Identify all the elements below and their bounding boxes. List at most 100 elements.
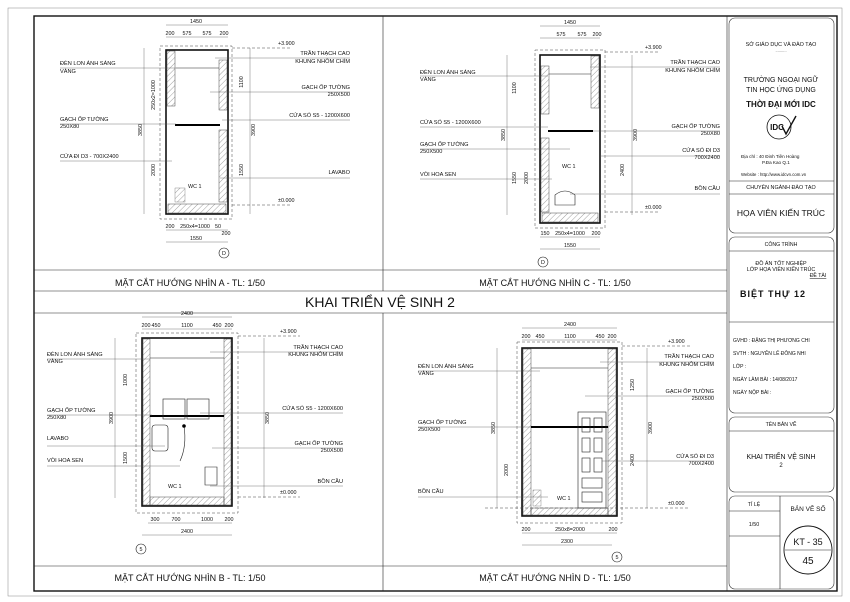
caption-c: MẶT CẮT HƯỚNG NHÌN C - TL: 1/50 <box>479 278 630 288</box>
dim-top: 575 <box>183 31 192 37</box>
dim-bottom: 200 <box>522 527 531 533</box>
shower-head-icon <box>182 424 186 428</box>
major: HỌA VIÊN KIẾN TRÚC <box>737 208 825 218</box>
dim-bottom: 50 <box>215 224 221 230</box>
room-wall <box>165 49 229 215</box>
drawing-name-header: TÊN BẢN VẼ <box>766 420 797 428</box>
label-light: ĐÈN LON ÁNH SÁNG <box>418 363 474 370</box>
elevation-b: WC 1 2400 200 450 1100 450 200 300 700 1… <box>47 311 344 583</box>
dim-side: 1100 <box>512 82 518 94</box>
level-top: +3.900 <box>645 45 662 51</box>
label-ceiling-2: KHUNG NHÔM CHÌM <box>288 351 343 358</box>
dim-side: 1550 <box>512 172 518 184</box>
outer-border <box>7 7 843 597</box>
dim-top: 200 <box>220 31 229 37</box>
project-name: BIỆT THỰ 12 <box>740 288 806 299</box>
dim-top: 575 <box>557 32 566 38</box>
label-light-2: VÀNG <box>47 358 63 365</box>
dim-bottom: 1000 <box>201 517 213 523</box>
label-lavabo: LAVABO <box>47 436 69 442</box>
label-toilet: BỒN CẦU <box>318 478 344 485</box>
label-tile: GẠCH ỐP TƯỜNG <box>301 84 350 91</box>
label-tile: GẠCH ỐP TƯỜNG <box>294 440 343 447</box>
label-toilet: BỒN CẦU <box>695 185 721 192</box>
school-line-2: TIN HỌC ỨNG DỤNG <box>746 85 816 94</box>
sheet-no-header: BẢN VẼ SỐ <box>790 503 825 513</box>
dim-side: 3850 <box>491 422 497 434</box>
dim-side: 1100 <box>239 76 245 88</box>
dim-side: 1500 <box>123 452 129 464</box>
dim-side: 1550 <box>239 164 245 176</box>
level-floor: ±0.000 <box>280 490 296 496</box>
dim-bottom: 200 <box>166 224 175 230</box>
toilet-symbol <box>554 190 576 206</box>
ngay-nop-bai: NGÀY NỘP BÀI : <box>733 389 771 396</box>
label-door-size: 700X2400 <box>694 155 720 161</box>
dim-top: 1100 <box>181 323 193 329</box>
title-block: SỞ GIÁO DỤC VÀ ĐÀO TẠO .......... TRƯỜNG… <box>728 17 835 590</box>
dim-top: 200 <box>142 323 151 329</box>
toilet-symbol <box>204 466 218 486</box>
wall-hatch <box>522 348 532 516</box>
label-window: CỬA SỔ S5 - 1200X600 <box>289 112 350 119</box>
label-light-2: VÀNG <box>60 68 76 75</box>
project-header: CÔNG TRÌNH <box>765 241 798 248</box>
sheet-number: 45 <box>802 556 814 567</box>
dim-bottom-total: 1550 <box>190 236 202 242</box>
floor-hatch <box>167 203 227 214</box>
section-marker-label: D <box>541 260 545 266</box>
level-top: +3.900 <box>668 339 685 345</box>
section-marker <box>135 543 147 555</box>
wall-hatch <box>218 129 228 203</box>
dim-side: 2400 <box>620 164 626 176</box>
dim-bottom: 200 <box>609 527 618 533</box>
label-window: CỬA SỔ S5 - 1200X600 <box>420 119 481 126</box>
dim-top-total: 2400 <box>564 322 576 328</box>
section-marker-label: D <box>222 251 226 257</box>
department: SỞ GIÁO DỤC VÀ ĐÀO TẠO <box>746 41 817 48</box>
dim-top: 450 <box>213 323 222 329</box>
project-line-2: LỚP HỌA VIÊN KIẾN TRÚC <box>747 265 816 273</box>
wall-hatch <box>218 59 228 111</box>
label-light: ĐÈN LON ÁNH SÁNG <box>60 60 116 67</box>
level-top: +3.900 <box>280 329 297 335</box>
dim-bottom: 700 <box>172 517 181 523</box>
topic-label: ĐỀ TÀI <box>810 272 827 279</box>
dim-bottom: 250x4=1000 <box>555 231 585 237</box>
label-tile-size: 250X500 <box>692 396 714 402</box>
section-marker <box>611 551 623 563</box>
room-outline <box>159 45 233 220</box>
label-tile-size: 250X500 <box>328 92 350 98</box>
dim-top: 575 <box>578 32 587 38</box>
wall-hatch <box>142 338 151 506</box>
label-ceiling-2: KHUNG NHÔM CHÌM <box>659 361 714 368</box>
sheet-number-circle <box>783 525 833 575</box>
room-wall <box>141 337 233 507</box>
label-light: ĐÈN LON ÁNH SÁNG <box>420 69 476 76</box>
dim-side: 3900 <box>109 412 115 424</box>
drawing-name-line-1: KHAI TRIỂN VỆ SINH <box>746 452 815 461</box>
label-tile: GẠCH ỐP TƯỜNG <box>420 141 469 148</box>
dim-side: 1250 <box>630 379 636 391</box>
label-toilet: BỒN CẦU <box>418 488 444 495</box>
dim-bottom-total: 2400 <box>181 529 193 535</box>
dots: .......... <box>775 48 786 53</box>
dim-side: 2000 <box>504 464 510 476</box>
dim-side: 3900 <box>633 129 639 141</box>
floor-hatch <box>149 496 225 506</box>
dim-top: 200 <box>593 32 602 38</box>
label-tile: GẠCH ỐP TƯỜNG <box>47 407 96 414</box>
window-left <box>162 398 186 420</box>
dim-bottom: 200 <box>592 231 601 237</box>
caption-b: MẶT CẮT HƯỚNG NHÌN B - TL: 1/50 <box>115 573 266 583</box>
section-marker <box>537 256 549 268</box>
dim-top: 200 <box>608 334 617 340</box>
logo-text: IDC <box>770 123 784 132</box>
sheet-title: KHAI TRIỂN VỆ SINH 2 <box>305 293 455 310</box>
elevation-c: WC 1 1450 575 575 200 150 250x4=1000 200… <box>420 20 721 288</box>
label-ceiling: TRẦN THẠCH CAO <box>293 344 343 351</box>
dim-side: 1000 <box>123 374 129 386</box>
dim-bottom: 250x4=1000 <box>180 224 210 230</box>
label-window: CỬA SỔ S5 - 1200X600 <box>282 405 343 412</box>
label-door: CỬA SỔ ĐI D3 <box>682 147 720 154</box>
